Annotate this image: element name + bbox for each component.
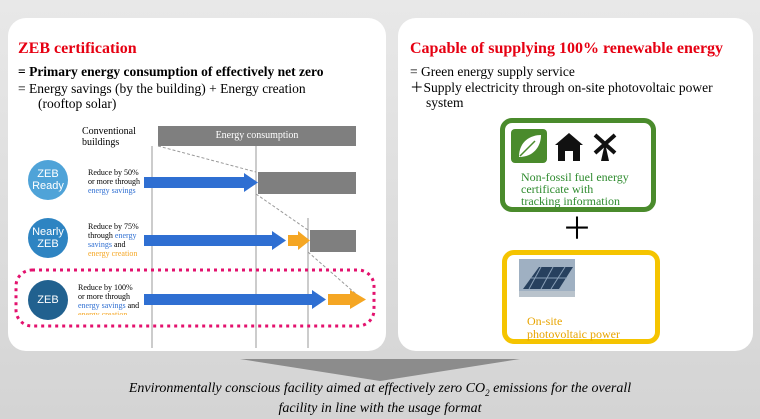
leaf-icon — [511, 129, 547, 163]
energy-savings-arrowhead-nearly-zeb — [272, 231, 286, 250]
certificate-text: Non-fossil fuel energy certificate with … — [521, 171, 629, 207]
solar-text-2: photovoltaic power — [527, 327, 620, 341]
solar-panel-icon — [519, 259, 575, 297]
nearly-zeb-badge-line1: Nearly — [32, 226, 64, 238]
zeb-ready-energy-savings: energy savings — [88, 186, 136, 195]
zeb-definition-line1: = Primary energy consumption of effectiv… — [18, 64, 324, 79]
renewable-line3: system — [426, 95, 464, 110]
zeb-ready-badge-line1: ZEB — [37, 168, 59, 180]
zeb-ready-text-1: Reduce by 50% — [88, 168, 139, 177]
certificate-text-1: Non-fossil fuel energy — [521, 170, 629, 184]
down-chevron-icon — [240, 359, 520, 381]
certificate-text-2: certificate with — [521, 182, 594, 196]
zeb-energy-savings: energy savings — [78, 301, 126, 310]
renewable-energy-panel: Capable of supplying 100% renewable ener… — [398, 18, 753, 351]
zeb-description: Reduce by 100% or more through energy sa… — [78, 283, 139, 315]
conventional-buildings-label: Conventional buildings — [82, 126, 136, 148]
nearly-zeb-description: Reduce by 75% through energy savings and… — [88, 222, 139, 258]
plus-sign: ＋ — [562, 213, 592, 246]
summary-line1-post: emissions for the overall — [489, 381, 632, 396]
zeb-highlight-frame — [14, 268, 376, 328]
onsite-solar-box: On-site photovoltaic power — [502, 250, 660, 344]
zeb-title: ZEB certification — [18, 40, 137, 57]
summary-text: Environmentally conscious facility aimed… — [0, 381, 760, 417]
zeb-diagram — [14, 126, 376, 348]
energy-savings-arrow-nearly-zeb — [144, 235, 272, 246]
trend-dash-1 — [157, 145, 257, 173]
zeb-text-1: Reduce by 100% — [78, 283, 133, 292]
certificate-icons — [511, 129, 617, 163]
energy-consumption-bar — [158, 126, 356, 146]
zeb-text-2: or more through — [78, 292, 130, 301]
energy-creation-arrow-nearly-zeb — [288, 235, 298, 246]
summary-line2: facility in line with the usage format — [278, 400, 482, 416]
non-fossil-certificate-box: Non-fossil fuel energy certificate with … — [500, 118, 656, 212]
zeb-certification-panel: ZEB certification = Primary energy consu… — [8, 18, 386, 351]
zeb-and: and — [127, 301, 140, 310]
co2-subscript: 2 — [485, 387, 490, 398]
solar-text: On-site photovoltaic power — [527, 315, 620, 341]
windmill-icon — [593, 133, 617, 161]
conventional-label-line1: Conventional — [82, 126, 136, 137]
renewable-title: Capable of supplying 100% renewable ener… — [410, 40, 724, 57]
trend-dash-2 — [255, 193, 309, 231]
energy-creation-arrow-zeb — [328, 294, 350, 305]
renewable-line1: = Green energy supply service — [410, 64, 575, 79]
zeb-energy-creation: energy creation — [78, 310, 128, 315]
zeb-definition-line2: = Energy savings (by the building) + Ene… — [18, 81, 306, 96]
zeb-ready-text-2: or more through — [88, 177, 140, 186]
nearly-zeb-badge-line2: ZEB — [37, 238, 59, 250]
energy-savings-arrowhead-zeb-ready — [244, 173, 258, 192]
conventional-label-line2: buildings — [82, 137, 120, 148]
summary-line1-pre: Environmentally conscious facility aimed… — [128, 381, 486, 396]
zeb-ready-description: Reduce by 50% or more through energy sav… — [88, 168, 140, 195]
energy-creation-arrowhead-nearly-zeb — [298, 231, 310, 250]
nearly-zeb-text-1: Reduce by 75% — [88, 222, 139, 231]
nearly-zeb-energy-creation: energy creation — [88, 249, 138, 258]
renewable-line2: ＋Supply electricity through on-site phot… — [410, 80, 713, 95]
energy-consumption-label: Energy consumption — [215, 130, 299, 141]
zeb-ready-badge-line2: Ready — [32, 180, 64, 192]
summary-chevron — [240, 359, 520, 381]
energy-savings-arrow-zeb-ready — [144, 177, 244, 188]
remaining-consumption-bar-zeb-ready — [258, 172, 356, 194]
solar-text-1: On-site — [527, 314, 563, 328]
zeb-definition-line3: (rooftop solar) — [38, 96, 117, 111]
remaining-consumption-bar-nearly-zeb — [310, 230, 356, 252]
nearly-zeb-energy: energy — [114, 231, 137, 240]
zeb-badge: ZEB — [28, 280, 68, 320]
nearly-zeb-savings: savings — [88, 240, 112, 249]
house-icon — [555, 133, 583, 161]
energy-savings-arrowhead-zeb — [312, 290, 326, 309]
nearly-zeb-text-2: through — [88, 231, 113, 240]
energy-savings-arrow-zeb — [144, 294, 312, 305]
certificate-text-3: tracking information — [521, 194, 620, 208]
trend-dash-3 — [307, 251, 357, 295]
energy-creation-arrowhead-zeb — [350, 290, 366, 309]
nearly-zeb-and: and — [114, 240, 126, 249]
zeb-badge-line1: ZEB — [37, 294, 59, 306]
